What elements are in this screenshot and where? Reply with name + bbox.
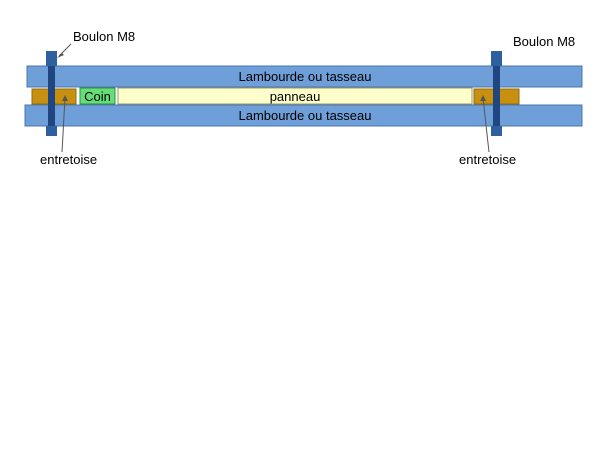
spacer-left-leader <box>61 97 66 153</box>
panel <box>117 87 473 105</box>
bolt-left-label: Boulon M8 <box>73 29 135 44</box>
spacer-right-leader <box>482 97 490 153</box>
right-bolt <box>491 51 502 136</box>
panel-label: panneau <box>270 89 321 104</box>
wedge-label: Coin <box>84 89 111 104</box>
spacer-right-label: entretoise <box>459 152 516 167</box>
bottom-joist-label: Lambourde ou tasseau <box>239 108 372 123</box>
bottom-joist <box>24 104 583 127</box>
spacer-left-label: entretoise <box>40 152 97 167</box>
wedge <box>79 87 116 105</box>
bolt-right-label: Boulon M8 <box>513 34 575 49</box>
top-joist <box>26 65 583 88</box>
top-joist-label: Lambourde ou tasseau <box>239 69 372 84</box>
left-bolt <box>46 51 57 136</box>
